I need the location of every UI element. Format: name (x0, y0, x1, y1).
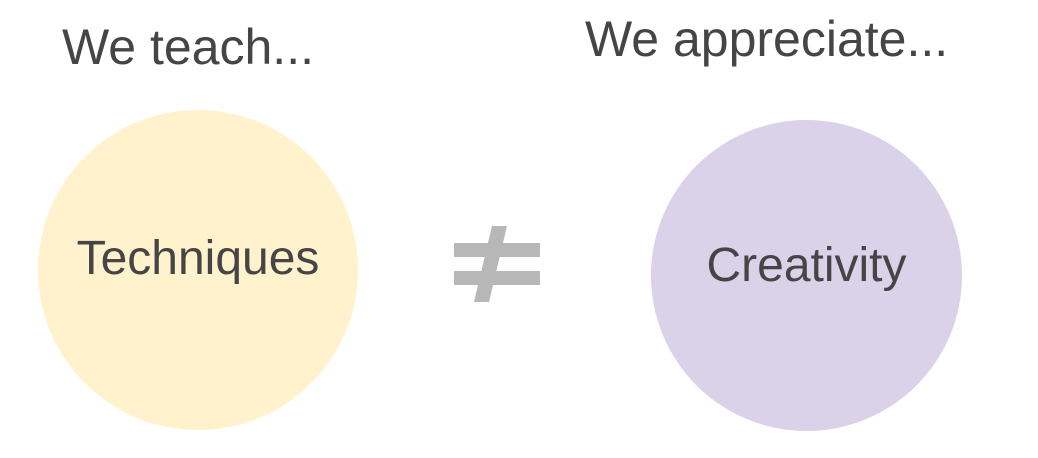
techniques-circle: Techniques (38, 110, 358, 430)
not-equal-icon (454, 226, 540, 302)
not-equal-slash (474, 226, 507, 302)
creativity-label: Creativity (706, 238, 907, 292)
creativity-circle: Creativity (651, 120, 962, 431)
not-equal-bottom-bar (454, 271, 540, 285)
heading-we-teach: We teach... (62, 19, 314, 75)
heading-we-appreciate: We appreciate... (585, 11, 949, 67)
techniques-label: Techniques (76, 232, 320, 285)
